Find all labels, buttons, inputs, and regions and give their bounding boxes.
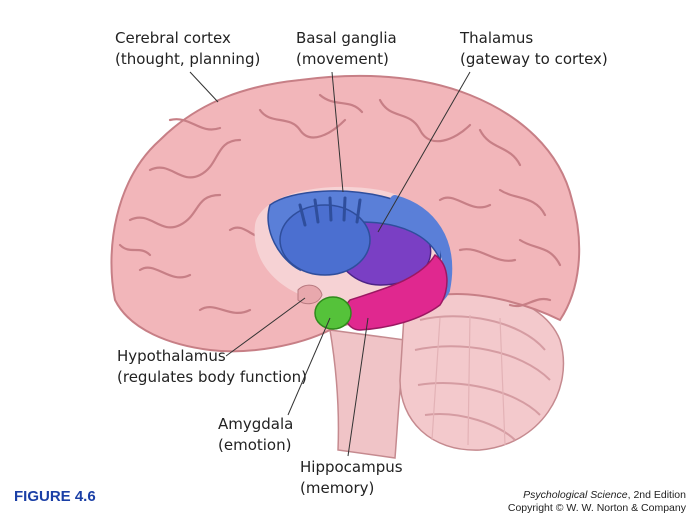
label-hypothalamus-role: (regulates body function) — [117, 368, 307, 386]
leader-line-amygdala — [287, 317, 331, 416]
label-basal-ganglia-role: (movement) — [296, 50, 389, 68]
brainstem — [329, 329, 406, 459]
leader-line-hippocampus — [347, 317, 369, 457]
label-hippocampus-role: (memory) — [300, 479, 375, 497]
label-basal-ganglia: Basal ganglia (movement) — [296, 28, 397, 70]
label-cerebral-cortex: Cerebral cortex (thought, planning) — [115, 28, 260, 70]
figure-label: FIGURE 4.6 — [14, 488, 96, 505]
label-thalamus: Thalamus (gateway to cortex) — [460, 28, 608, 70]
leader-line-basal-ganglia — [331, 71, 344, 193]
hippocampus — [344, 253, 448, 331]
label-amygdala-name: Amygdala — [218, 415, 294, 433]
label-hypothalamus: Hypothalamus (regulates body function) — [117, 346, 307, 388]
label-amygdala-role: (emotion) — [218, 436, 292, 454]
label-basal-ganglia-name: Basal ganglia — [296, 29, 397, 47]
label-thalamus-role: (gateway to cortex) — [460, 50, 608, 68]
label-thalamus-name: Thalamus — [460, 29, 534, 47]
cerebellum — [399, 289, 565, 451]
credit-edition: , 2nd Edition — [627, 489, 686, 501]
label-hypothalamus-name: Hypothalamus — [117, 347, 226, 365]
label-hippocampus-name: Hippocampus — [300, 458, 403, 476]
label-amygdala: Amygdala (emotion) — [218, 414, 293, 456]
credit-title-line: Psychological Science, 2nd Edition — [508, 489, 686, 502]
figure-credit: Psychological Science, 2nd Edition Copyr… — [508, 489, 686, 515]
credit-book-title: Psychological Science — [523, 489, 628, 501]
amygdala — [314, 296, 352, 330]
leader-line-thalamus — [377, 71, 471, 233]
label-cerebral-cortex-name: Cerebral cortex — [115, 29, 231, 47]
leader-line-hypothalamus — [225, 297, 306, 357]
leader-line-cerebral-cortex — [189, 71, 219, 103]
label-cerebral-cortex-role: (thought, planning) — [115, 50, 261, 68]
label-hippocampus: Hippocampus (memory) — [300, 457, 403, 499]
credit-copyright: Copyright © W. W. Norton & Company — [507, 502, 686, 514]
